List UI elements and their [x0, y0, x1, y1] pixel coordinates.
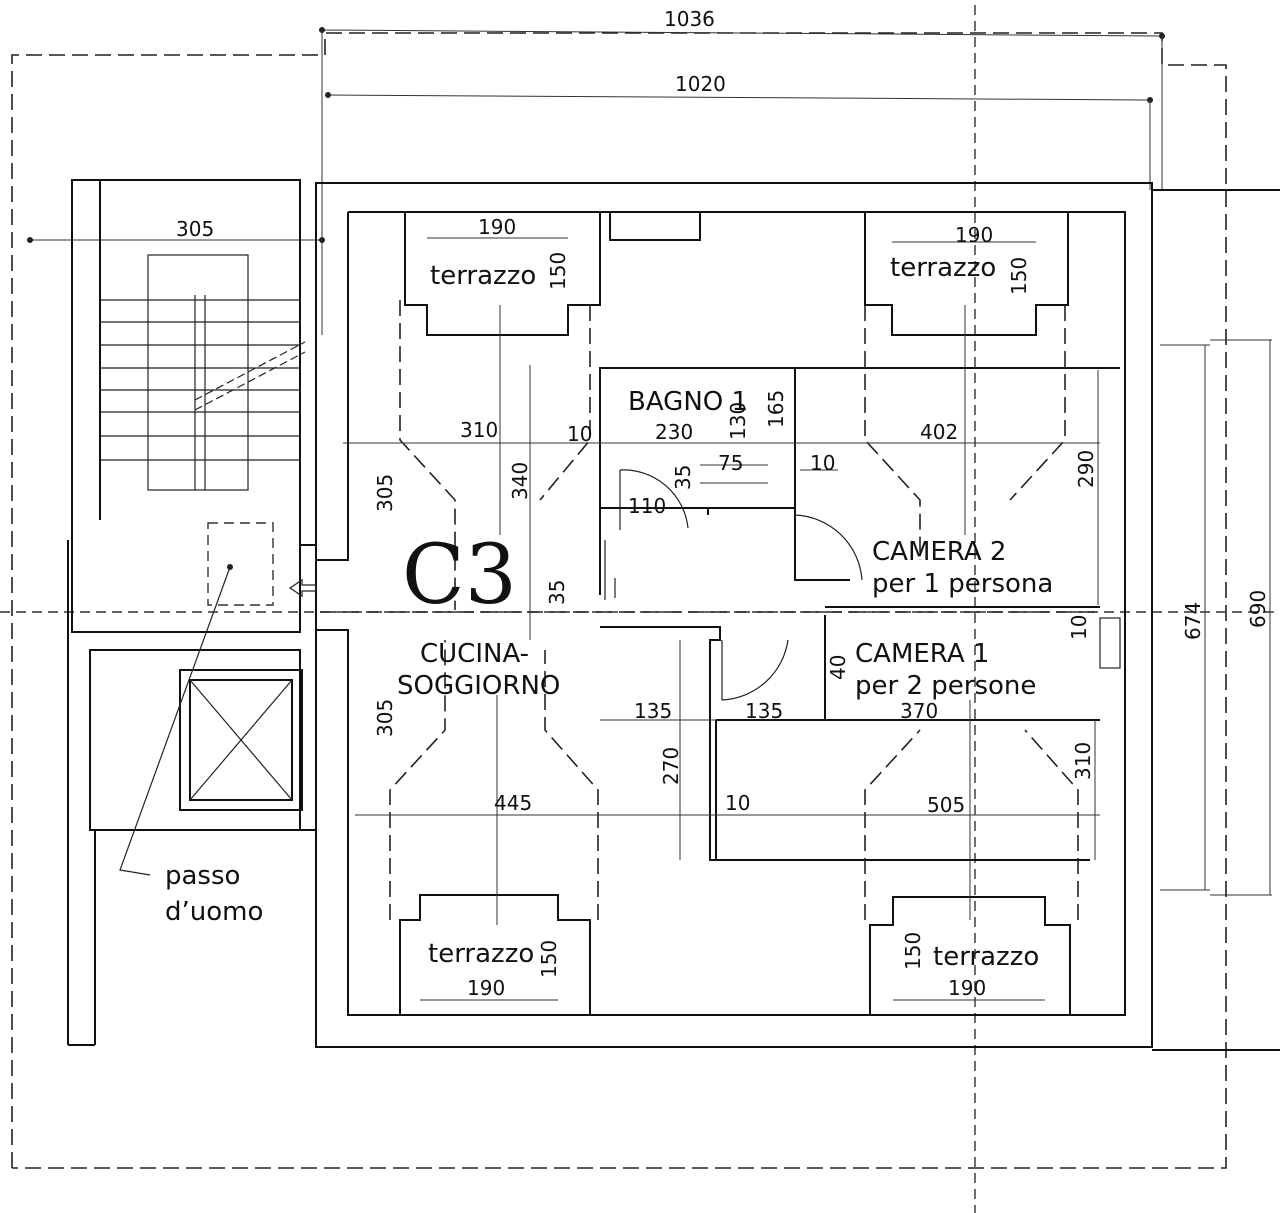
dim-bath-h2: 165 — [764, 390, 788, 428]
room-label-camera2-1: CAMERA 2 — [872, 537, 1006, 567]
dim-terrace-tr-w: 190 — [955, 223, 993, 247]
dim-wall-10-d: 10 — [725, 791, 750, 815]
dim-bath-h1: 130 — [726, 402, 750, 440]
dim-cam1-offset: 40 — [826, 655, 850, 680]
dim-kitchen-w: 445 — [494, 791, 532, 815]
room-label-camera1-2: per 2 persone — [855, 671, 1036, 701]
top-dimension-lines — [27, 27, 1165, 335]
dim-cam2-h: 290 — [1074, 450, 1098, 488]
dim-shower-w: 75 — [718, 451, 743, 475]
dim-cam1-h: 310 — [1071, 742, 1095, 780]
room-dimension-lines — [343, 237, 1272, 1001]
dim-side-674: 674 — [1181, 602, 1205, 640]
room-label-camera1-1: CAMERA 1 — [855, 639, 989, 669]
dim-kitchen-h: 270 — [659, 747, 683, 785]
terrace-label-bottom-right: terrazzo — [933, 942, 1039, 972]
dim-wall-10-b: 10 — [810, 451, 835, 475]
dim-side-690: 690 — [1246, 590, 1270, 628]
dim-terrace-br-w: 190 — [948, 976, 986, 1000]
dim-hall-135-a: 135 — [634, 699, 672, 723]
stair-block — [67, 179, 317, 1046]
dim-cam1-w: 370 — [900, 699, 938, 723]
dim-terrace-tl-w: 190 — [478, 215, 516, 239]
dim-terrace-bl-h: 150 — [537, 940, 561, 978]
room-label-cucina-2: SOGGIORNO — [397, 671, 560, 701]
dim-wall-10-c: 10 — [1067, 615, 1091, 640]
roof-projection-lines — [320, 300, 1100, 920]
unit-code: C3 — [402, 528, 517, 623]
dim-inner-width: 1020 — [675, 72, 726, 96]
dimension-labels: 1036 1020 305 190 190 190 190 310 10 230… — [176, 7, 1270, 1000]
dim-door-35: 35 — [671, 465, 695, 490]
dim-hall-135-b: 135 — [745, 699, 783, 723]
dim-terrace-tr-h: 150 — [1007, 257, 1031, 295]
stair-note-line1: passo — [165, 861, 240, 891]
dim-living-left-bottom: 305 — [373, 699, 397, 737]
terrace-label-bottom-left: terrazzo — [428, 939, 534, 969]
stair-note-line2: d’uomo — [165, 897, 263, 927]
dim-terrace-tl-h: 150 — [546, 252, 570, 290]
dim-overall-width: 1036 — [664, 7, 715, 31]
room-label-camera2-2: per 1 persona — [872, 569, 1053, 599]
dim-terrace-bl-w: 190 — [467, 976, 505, 1000]
dim-bottom-right-w: 505 — [927, 793, 965, 817]
dim-stair-width: 305 — [176, 217, 214, 241]
dim-bath-w: 230 — [655, 420, 693, 444]
property-boundary — [0, 5, 1280, 1213]
dim-hall-110: 110 — [628, 494, 666, 518]
dim-living-left-top: 305 — [373, 474, 397, 512]
terrace-label-top-left: terrazzo — [430, 261, 536, 291]
terrace-label-top-right: terrazzo — [890, 253, 996, 283]
dim-wall-10-a: 10 — [567, 422, 592, 446]
dim-living-top-h: 340 — [508, 462, 532, 500]
room-label-cucina-1: CUCINA- — [420, 639, 529, 669]
dim-terrace-br-h: 150 — [901, 932, 925, 970]
dim-passage-35: 35 — [545, 580, 569, 605]
dim-living-top-w: 310 — [460, 418, 498, 442]
dim-cam2-w: 402 — [920, 420, 958, 444]
building-walls — [315, 182, 1280, 1051]
room-label-bagno: BAGNO 1 — [628, 387, 748, 417]
